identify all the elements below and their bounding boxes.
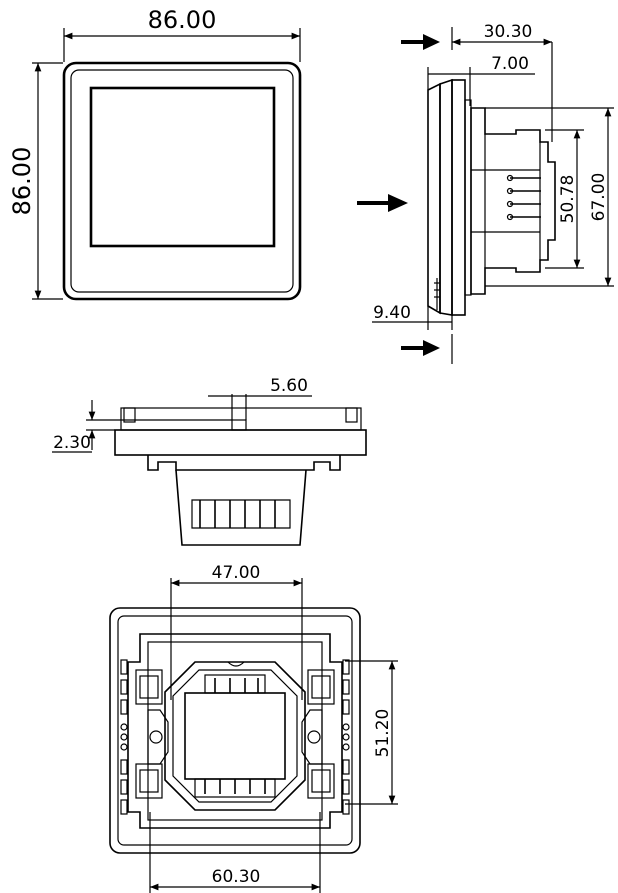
side-body-height-label: 67.00	[589, 173, 609, 222]
top-clip-label: 5.60	[270, 376, 308, 396]
back-inner-height-label: 51.20	[373, 709, 393, 758]
front-height-label: 86.00	[8, 147, 36, 216]
back-left-clips	[135, 669, 169, 799]
side-inner-height-label: 50.78	[558, 175, 578, 224]
back-right-clips	[301, 669, 335, 799]
back-inner-frame	[117, 615, 353, 846]
side-panel-lip	[439, 78, 453, 316]
top-lip	[120, 407, 362, 431]
view-arrow-top	[401, 34, 440, 50]
back-octagon-housing	[164, 661, 306, 811]
top-view: 5.60 2.30	[52, 376, 367, 546]
back-top-pins	[204, 674, 266, 694]
back-view: 47.00 51.20 60.30	[109, 563, 398, 893]
top-flange	[147, 455, 341, 471]
side-terminal-pins	[506, 174, 541, 221]
front-inner-frame	[70, 69, 294, 293]
top-center-clip	[231, 419, 247, 431]
view-arrow-bottom	[401, 340, 440, 356]
back-outer-frame	[109, 607, 361, 854]
side-panel-step	[464, 99, 472, 296]
top-panel	[114, 429, 367, 456]
side-panel-face	[427, 82, 441, 315]
back-center-module	[184, 692, 286, 780]
top-lip-label: 2.30	[53, 433, 91, 453]
back-right-slots	[342, 659, 350, 815]
side-panel-body	[451, 79, 466, 316]
front-screen	[89, 86, 276, 248]
front-width-label: 86.00	[148, 6, 217, 34]
side-front-offset-label: 7.00	[491, 54, 529, 74]
back-mount-plate	[127, 633, 343, 829]
back-left-slots	[120, 659, 128, 815]
top-body	[175, 469, 307, 546]
view-arrow-middle	[357, 194, 408, 212]
back-inner-width-label: 47.00	[212, 563, 261, 583]
side-housing	[470, 107, 556, 295]
front-outer-frame	[62, 61, 302, 301]
side-view: 30.30 7.00 50.78 67.00 9.40	[357, 22, 614, 364]
side-depth-label: 30.30	[484, 22, 533, 42]
back-bottom-pins	[194, 778, 276, 798]
top-terminal-pins	[199, 500, 276, 528]
front-view: 86.00 86.00	[8, 6, 302, 301]
side-panel-thickness-label: 9.40	[373, 303, 411, 323]
top-terminal-block	[191, 499, 291, 529]
back-mount-width-label: 60.30	[212, 867, 261, 887]
